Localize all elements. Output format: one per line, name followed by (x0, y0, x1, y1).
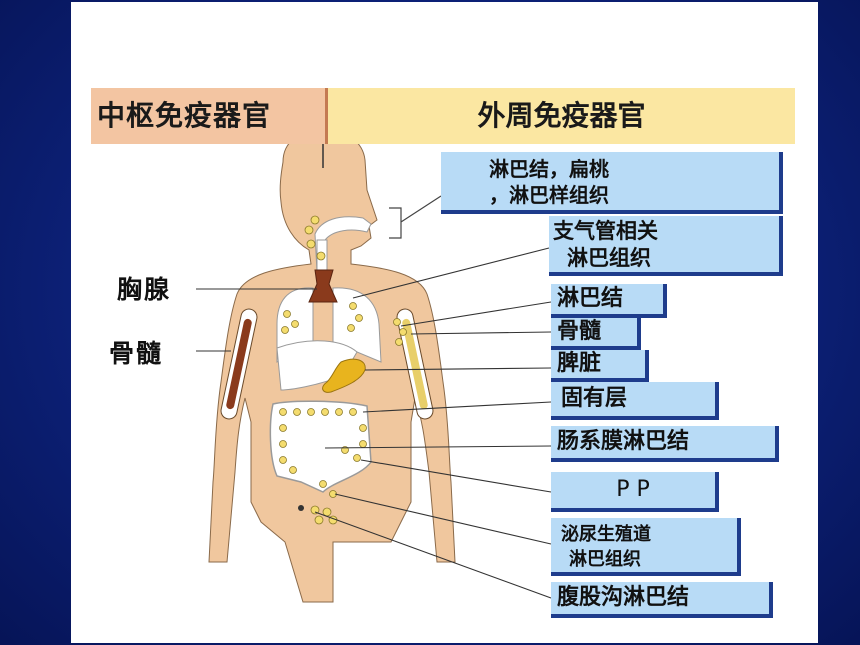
label-lymph-node: 淋巴结 (557, 286, 624, 311)
label-box-lymph-node: 淋巴结 (551, 284, 667, 318)
label-bone-marrow-central: 骨髓 (109, 339, 164, 368)
label-pp: P P (616, 477, 650, 502)
label-box-inguinal-ln: 腹股沟淋巴结 (551, 582, 773, 618)
label-box-urogenital: 泌尿生殖道 淋巴组织 (551, 518, 741, 576)
thymus-organ (308, 269, 338, 303)
left-bone-marrow (226, 318, 252, 410)
label-spleen: 脾脏 (557, 351, 602, 376)
label-thymus: 胸腺 (117, 275, 172, 304)
label-balt-line2: 淋巴组织 (567, 246, 651, 270)
tonsil-bracket (389, 195, 442, 239)
nasal-airway (314, 216, 372, 273)
label-tonsil-line1: 淋巴结，扁桃 (489, 157, 609, 181)
label-box-pp: P P (551, 472, 719, 512)
peripheral-immune-organs-header: 外周免疫器官 (325, 88, 795, 144)
label-balt-line1: 支气管相关 (553, 219, 658, 243)
urogenital-node (298, 505, 304, 511)
label-box-balt: 支气管相关 淋巴组织 (549, 216, 783, 276)
immune-organs-diagram (196, 129, 552, 603)
right-lung (332, 287, 382, 363)
central-immune-organs-header: 中枢免疫器官 (91, 88, 325, 144)
label-tonsil-line2: ，淋巴样组织 (489, 183, 609, 207)
label-box-mesenteric-ln: 肠系膜淋巴结 (551, 426, 779, 462)
label-inguinal-ln: 腹股沟淋巴结 (557, 585, 690, 610)
pointer-lines (196, 247, 552, 599)
label-urogenital-line2: 淋巴组织 (569, 549, 641, 570)
label-mesenteric-ln: 肠系膜淋巴结 (557, 429, 690, 454)
slide-panel: 中枢免疫器官 外周免疫器官 胸腺 骨髓 淋巴结，扁桃 ，淋巴样组织 支气管相关 … (71, 2, 818, 643)
label-bone-marrow-peripheral: 骨髓 (557, 319, 602, 344)
label-box-bone-marrow: 骨髓 (551, 318, 641, 350)
right-bone-marrow (402, 318, 428, 410)
label-box-tonsil: 淋巴结，扁桃 ，淋巴样组织 (441, 152, 783, 214)
label-lamina-propria: 固有层 (561, 386, 628, 411)
spleen-organ (322, 358, 366, 393)
label-urogenital-line1: 泌尿生殖道 (561, 524, 651, 545)
label-box-lamina-propria: 固有层 (551, 382, 719, 420)
label-box-spleen: 脾脏 (551, 350, 649, 382)
